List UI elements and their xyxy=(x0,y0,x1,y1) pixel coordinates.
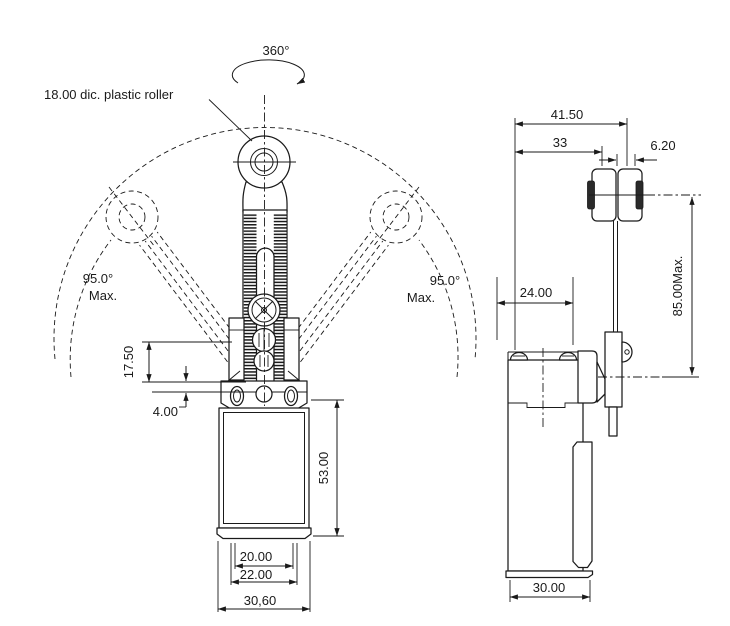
dim-33-label: 33 xyxy=(553,135,567,150)
rotation-arrow-icon xyxy=(231,59,306,85)
side-roller xyxy=(587,168,646,222)
left-angle-max-label: Max. xyxy=(89,288,117,303)
left-angle-label: 95.0° xyxy=(83,271,114,286)
side-switch-body xyxy=(505,350,606,579)
side-view: 41.50 33 6.20 24.00 85.00Max. 30.00 xyxy=(496,107,701,602)
dim-53-00-label: 53.00 xyxy=(316,452,331,485)
dim-30-60-label: 30,60 xyxy=(244,593,277,608)
right-angle-label: 95.0° xyxy=(430,273,461,288)
side-lever-arm xyxy=(613,221,618,332)
dim-41-50-label: 41.50 xyxy=(551,107,584,122)
front-centerlines xyxy=(233,95,296,406)
side-lever-block xyxy=(604,331,633,437)
dim-24-00-label: 24.00 xyxy=(520,285,553,300)
front-view: 360° 18.00 dic. plastic roller 95.0° Max… xyxy=(44,43,477,612)
roller-note-label: 18.00 dic. plastic roller xyxy=(44,87,174,102)
dim-20-00-label: 20.00 xyxy=(240,549,273,564)
front-clamp-mechanism xyxy=(228,293,300,381)
dim-22-00-label: 22.00 xyxy=(240,567,273,582)
right-angle-max-label: Max. xyxy=(407,290,435,305)
dim-4-00-label: 4.00 xyxy=(153,404,178,419)
dim-85-00-max-label: 85.00Max. xyxy=(670,256,685,317)
front-mounting-head xyxy=(220,370,308,410)
side-dimensions xyxy=(496,118,695,602)
dim-17-50-label: 17.50 xyxy=(121,346,136,379)
side-centerlines xyxy=(542,194,701,428)
dim-6-20-label: 6.20 xyxy=(650,138,675,153)
roller-note-leader xyxy=(208,99,253,142)
front-switch-body xyxy=(216,407,312,540)
serration-right xyxy=(273,213,287,385)
rotation-angle-label: 360° xyxy=(263,43,290,58)
front-dimensions xyxy=(142,341,344,612)
dim-30-00-label: 30.00 xyxy=(533,580,566,595)
